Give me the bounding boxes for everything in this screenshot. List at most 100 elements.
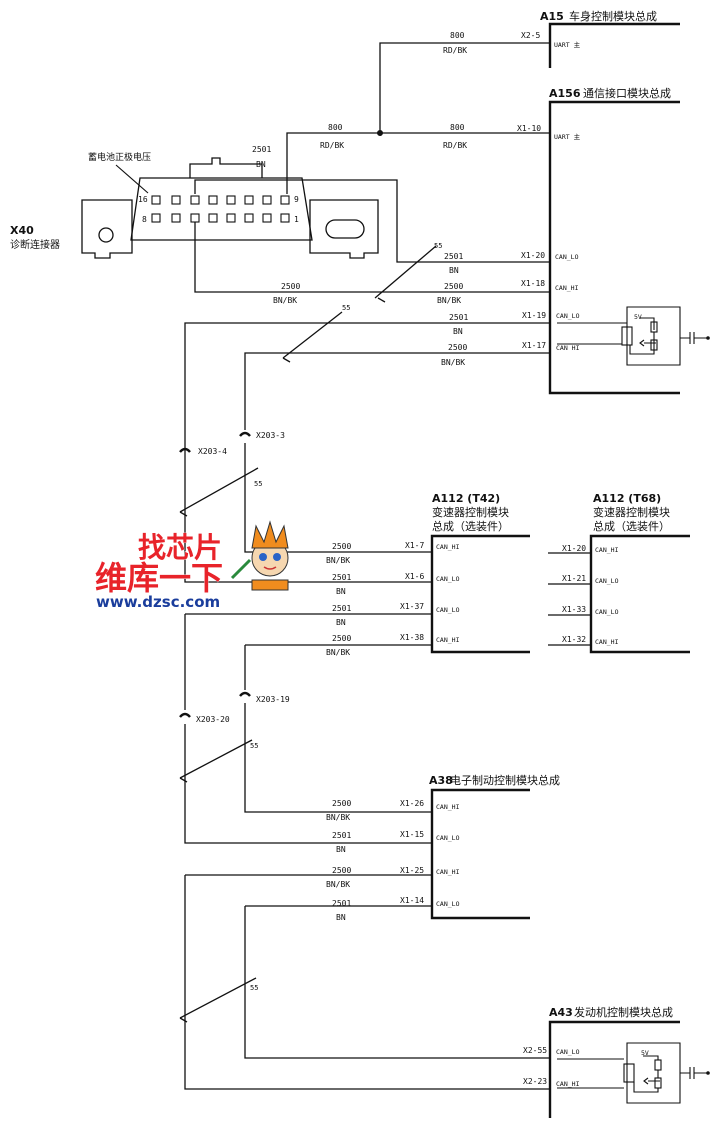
- module-a112-t42: A112 (T42) 变速器控制模块 总成（选装件） X1-7 CAN_HI X…: [400, 492, 530, 654]
- svg-text:www.dzsc.com: www.dzsc.com: [96, 593, 220, 611]
- svg-text:A112 (T42): A112 (T42): [432, 492, 500, 505]
- watermark-logo: 找芯片 维库一下 www.dzsc.com: [95, 520, 289, 611]
- svg-text:2500: 2500: [332, 542, 351, 551]
- svg-text:2500: 2500: [332, 799, 351, 808]
- svg-text:CAN_HI: CAN_HI: [436, 868, 460, 876]
- svg-text:CAN_HI: CAN_HI: [436, 543, 460, 551]
- svg-text:A43: A43: [549, 1006, 573, 1019]
- module-a156: A156 通信接口模块总成 X1-10 UART 主 X1-20 CAN_LO …: [517, 86, 710, 395]
- a156-terminator-icon: 5V: [557, 306, 710, 366]
- svg-text:55: 55: [250, 742, 258, 750]
- svg-text:X203-3: X203-3: [256, 431, 285, 440]
- a156-pin-x1-17: X1-17: [522, 341, 546, 350]
- svg-text:X1-37: X1-37: [400, 602, 424, 611]
- svg-text:BN: BN: [453, 327, 463, 336]
- svg-text:16: 16: [138, 195, 148, 204]
- svg-text:A38: A38: [429, 774, 453, 787]
- svg-text:BN: BN: [336, 845, 346, 854]
- svg-text:800: 800: [450, 123, 465, 132]
- a156-pin-x1-18: X1-18: [521, 279, 545, 288]
- svg-text:X1-14: X1-14: [400, 896, 424, 905]
- svg-text:CAN_HI: CAN_HI: [436, 803, 460, 811]
- svg-text:BN/BK: BN/BK: [437, 296, 461, 305]
- svg-text:BN/BK: BN/BK: [326, 556, 350, 565]
- mascot-icon: [230, 520, 289, 591]
- svg-text:BN: BN: [336, 618, 346, 627]
- svg-text:X1-20: X1-20: [562, 544, 586, 553]
- x40-id: X40: [10, 224, 34, 237]
- module-a112-t68: A112 (T68) 变速器控制模块 总成（选装件） X1-20 CAN_HI …: [548, 492, 690, 654]
- svg-text:55: 55: [342, 304, 350, 312]
- svg-text:X1-33: X1-33: [562, 605, 586, 614]
- a156-label-canlo-1: CAN_LO: [555, 253, 579, 261]
- svg-text:2501: 2501: [252, 145, 271, 154]
- svg-text:发动机控制模块总成: 发动机控制模块总成: [574, 1005, 673, 1019]
- svg-text:CAN_LO: CAN_LO: [556, 1048, 580, 1056]
- svg-text:5V: 5V: [634, 313, 642, 321]
- svg-text:X203-20: X203-20: [196, 715, 230, 724]
- svg-text:维库一下: 维库一下: [95, 559, 223, 597]
- svg-text:2501: 2501: [332, 899, 351, 908]
- svg-text:X2-23: X2-23: [523, 1077, 547, 1086]
- svg-text:2500: 2500: [448, 343, 467, 352]
- svg-text:BN/BK: BN/BK: [326, 813, 350, 822]
- svg-text:CAN_LO: CAN_LO: [436, 575, 460, 583]
- a156-name: 通信接口模块总成: [583, 86, 671, 100]
- svg-text:X1-32: X1-32: [562, 635, 586, 644]
- svg-text:2500: 2500: [444, 282, 463, 291]
- svg-text:X1-21: X1-21: [562, 574, 586, 583]
- a156-id: A156: [549, 87, 581, 100]
- svg-text:总成（选装件）: 总成（选装件）: [593, 519, 670, 533]
- svg-text:变速器控制模块: 变速器控制模块: [432, 505, 509, 519]
- svg-text:CAN_HI: CAN_HI: [595, 546, 619, 554]
- a156-pin-x1-20: X1-20: [521, 251, 545, 260]
- svg-text:2501: 2501: [332, 604, 351, 613]
- svg-text:X1-26: X1-26: [400, 799, 424, 808]
- svg-text:55: 55: [250, 984, 258, 992]
- svg-text:X1-7: X1-7: [405, 541, 424, 550]
- svg-text:X1-25: X1-25: [400, 866, 424, 875]
- a15-id: A15: [540, 10, 564, 23]
- svg-text:CAN_LO: CAN_LO: [436, 900, 460, 908]
- svg-text:X1-38: X1-38: [400, 633, 424, 642]
- svg-text:1: 1: [294, 215, 299, 224]
- svg-text:RD/BK: RD/BK: [443, 141, 467, 150]
- svg-text:BN/BK: BN/BK: [273, 296, 297, 305]
- svg-text:9: 9: [294, 195, 299, 204]
- svg-text:55: 55: [434, 242, 442, 250]
- svg-text:X1-6: X1-6: [405, 572, 424, 581]
- wire-labels: 800 RD/BK 800 RD/BK 800 RD/BK 2501 BN 25…: [196, 31, 468, 992]
- svg-text:总成（选装件）: 总成（选装件）: [432, 519, 509, 533]
- svg-text:BN/BK: BN/BK: [326, 648, 350, 657]
- svg-text:BN: BN: [256, 160, 266, 169]
- svg-text:找芯片: 找芯片: [138, 531, 222, 564]
- a15-name: 车身控制模块总成: [569, 9, 657, 23]
- svg-text:BN: BN: [449, 266, 459, 275]
- a43-terminator-icon: 5V: [557, 1042, 710, 1104]
- a156-label-canhi-1: CAN_HI: [555, 284, 579, 292]
- svg-text:BN/BK: BN/BK: [441, 358, 465, 367]
- a156-pin-x1-10: X1-10: [517, 124, 541, 133]
- svg-text:X1-15: X1-15: [400, 830, 424, 839]
- svg-text:800: 800: [328, 123, 343, 132]
- svg-text:电子制动控制模块总成: 电子制动控制模块总成: [450, 773, 560, 787]
- x40-name: 诊断连接器: [10, 238, 60, 251]
- svg-text:CAN_HI: CAN_HI: [436, 636, 460, 644]
- x40-battery-note: 蓄电池正极电压: [88, 151, 151, 163]
- svg-text:55: 55: [254, 480, 262, 488]
- svg-text:CAN_HI: CAN_HI: [556, 1080, 580, 1088]
- module-a38: A38 电子制动控制模块总成 X1-26 CAN_HI X1-15 CAN_LO…: [400, 773, 560, 920]
- module-a43: A43 发动机控制模块总成 X2-55 CAN_LO X2-23 CAN_HI …: [523, 1005, 710, 1118]
- a156-label-uart: UART 主: [554, 132, 581, 141]
- svg-text:CAN_LO: CAN_LO: [436, 834, 460, 842]
- svg-text:A112 (T68): A112 (T68): [593, 492, 661, 505]
- svg-text:RD/BK: RD/BK: [320, 141, 344, 150]
- a15-pin: X2-5: [521, 31, 540, 40]
- a156-pin-x1-19: X1-19: [522, 311, 546, 320]
- svg-text:2500: 2500: [281, 282, 300, 291]
- svg-text:RD/BK: RD/BK: [443, 46, 467, 55]
- a156-label-canhi-2: CAN HI: [556, 344, 580, 352]
- svg-text:800: 800: [450, 31, 465, 40]
- svg-text:8: 8: [142, 215, 147, 224]
